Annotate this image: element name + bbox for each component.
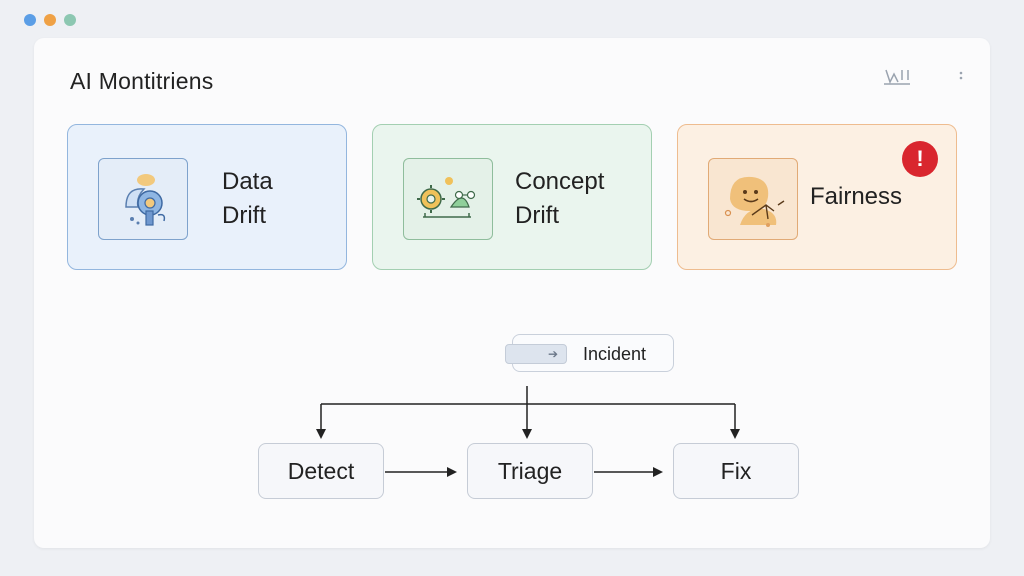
triage-step[interactable]: Triage bbox=[467, 443, 593, 499]
data-drift-label: Data Drift bbox=[222, 165, 273, 233]
arrow-right-icon: ➔ bbox=[505, 344, 567, 364]
fairness-label: Fairness bbox=[810, 183, 903, 210]
detect-step[interactable]: Detect bbox=[258, 443, 384, 499]
flow-connectors bbox=[316, 386, 740, 477]
window-dot-blue[interactable] bbox=[24, 14, 36, 26]
concept-drift-card[interactable]: Concept Drift bbox=[372, 124, 652, 270]
more-icon[interactable] bbox=[958, 70, 964, 84]
alert-icon[interactable]: ! bbox=[902, 141, 938, 177]
main-panel: AI Montitriens bbox=[34, 38, 990, 548]
concept-drift-label-line1: Concept bbox=[515, 168, 605, 195]
incident-label: Incident bbox=[583, 344, 647, 364]
header-actions bbox=[878, 66, 964, 88]
data-drift-card[interactable]: Data Drift bbox=[67, 124, 347, 270]
incident-node[interactable]: ➔ Incident bbox=[505, 334, 674, 372]
collapse-icon[interactable] bbox=[878, 66, 918, 88]
window-controls bbox=[24, 14, 76, 26]
fairness-icon bbox=[708, 158, 798, 240]
data-drift-icon bbox=[98, 158, 188, 240]
window-dot-green[interactable] bbox=[64, 14, 76, 26]
data-drift-label-line1: Data bbox=[222, 168, 273, 195]
concept-drift-label: Concept Drift bbox=[515, 165, 604, 233]
window-dot-orange[interactable] bbox=[44, 14, 56, 26]
concept-drift-icon bbox=[403, 158, 493, 240]
page-title: AI Montitriens bbox=[70, 68, 214, 94]
fairness-card[interactable]: Fairness ! bbox=[677, 124, 957, 270]
data-drift-label-line2: Drift bbox=[222, 202, 266, 229]
fix-step[interactable]: Fix bbox=[673, 443, 799, 499]
concept-drift-label-line2: Drift bbox=[515, 202, 559, 229]
